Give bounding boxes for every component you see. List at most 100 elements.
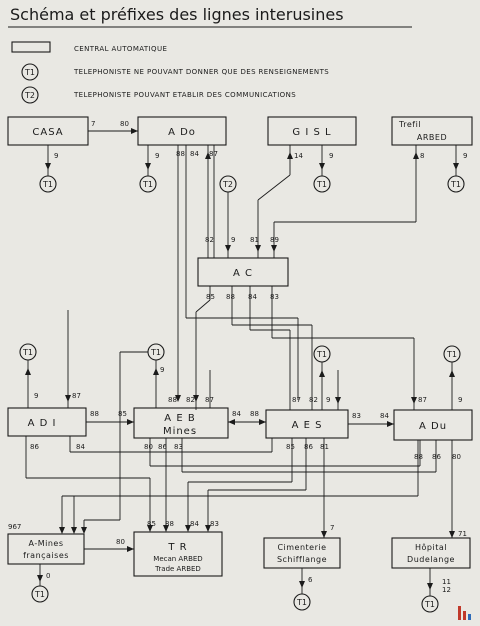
- svg-text:9: 9: [326, 396, 330, 404]
- svg-text:T1: T1: [150, 348, 161, 357]
- legend-central-box-symbol: [11, 41, 51, 53]
- box-hopital-dudelange: Hôpital Dudelange: [391, 537, 471, 569]
- svg-text:88: 88: [168, 396, 177, 404]
- svg-text:87: 87: [418, 396, 427, 404]
- svg-text:T2: T2: [24, 91, 35, 100]
- legend-t1-symbol: T1: [21, 63, 39, 81]
- svg-text:T1: T1: [42, 180, 53, 189]
- operator-t1-cimenterie: T1: [293, 593, 311, 611]
- svg-text:9: 9: [329, 152, 333, 160]
- operator-t2-ac: T2: [219, 175, 237, 193]
- svg-text:84: 84: [248, 293, 257, 301]
- svg-text:T1: T1: [22, 348, 33, 357]
- box-casa: CASA: [7, 116, 89, 146]
- svg-text:85: 85: [118, 410, 127, 418]
- operator-t1-casa: T1: [39, 175, 57, 193]
- box-adu: A Du: [393, 409, 473, 441]
- operator-t1-trefil: T1: [447, 175, 465, 193]
- svg-text:84: 84: [232, 410, 241, 418]
- svg-text:A D I: A D I: [28, 418, 57, 429]
- svg-text:87: 87: [209, 150, 218, 158]
- svg-text:Trade ARBED: Trade ARBED: [154, 565, 201, 573]
- operator-t1-adi: T1: [19, 343, 37, 361]
- svg-text:T1: T1: [34, 590, 45, 599]
- box-tr: T R Mecan ARBED Trade ARBED: [133, 531, 223, 577]
- svg-text:9: 9: [34, 392, 38, 400]
- box-aeb-mines: A E B Mines: [133, 407, 229, 439]
- legend-t2-symbol: T2: [21, 86, 39, 104]
- svg-text:G I S L: G I S L: [292, 127, 331, 138]
- svg-text:9: 9: [458, 396, 462, 404]
- svg-text:87: 87: [292, 396, 301, 404]
- svg-text:71: 71: [458, 530, 467, 538]
- operator-t1-aes: T1: [313, 345, 331, 363]
- box-ac: A C: [197, 257, 289, 287]
- legend-central-automatique: CENTRAL AUTOMATIQUE: [74, 45, 167, 53]
- svg-text:83: 83: [352, 412, 361, 420]
- svg-text:T1: T1: [316, 180, 327, 189]
- svg-text:9: 9: [54, 152, 58, 160]
- svg-text:86: 86: [432, 453, 441, 461]
- svg-text:9: 9: [463, 152, 467, 160]
- svg-text:françaises: françaises: [23, 551, 69, 560]
- operator-t1-ado: T1: [139, 175, 157, 193]
- svg-text:88: 88: [250, 410, 259, 418]
- svg-text:83: 83: [174, 443, 183, 451]
- svg-text:6: 6: [308, 576, 313, 584]
- svg-text:82: 82: [186, 396, 195, 404]
- operator-t1-a-mines: T1: [31, 585, 49, 603]
- svg-text:86: 86: [304, 443, 313, 451]
- svg-text:80: 80: [116, 538, 125, 546]
- corner-logo-icon: [458, 606, 471, 620]
- svg-text:Trefil: Trefil: [398, 120, 421, 129]
- svg-text:82: 82: [309, 396, 318, 404]
- svg-text:7: 7: [91, 120, 95, 128]
- svg-text:86: 86: [158, 443, 167, 451]
- svg-text:Mines: Mines: [163, 426, 197, 437]
- svg-text:A E S: A E S: [292, 420, 323, 431]
- svg-text:84: 84: [190, 150, 199, 158]
- svg-text:83: 83: [270, 293, 279, 301]
- svg-text:80: 80: [120, 120, 129, 128]
- svg-text:84: 84: [76, 443, 85, 451]
- svg-text:85: 85: [147, 520, 156, 528]
- svg-text:ARBED: ARBED: [417, 133, 447, 142]
- box-a-mines-francaises: A-Mines françaises: [7, 533, 85, 565]
- svg-text:7: 7: [330, 524, 334, 532]
- svg-text:87: 87: [205, 396, 214, 404]
- svg-text:84: 84: [380, 412, 389, 420]
- operator-t1-hopital: T1: [421, 595, 439, 613]
- svg-text:81: 81: [320, 443, 329, 451]
- svg-text:9: 9: [160, 366, 164, 374]
- svg-text:967: 967: [8, 523, 21, 531]
- svg-text:A Do: A Do: [168, 127, 196, 138]
- svg-text:Hôpital: Hôpital: [415, 542, 447, 552]
- svg-text:T1: T1: [450, 180, 461, 189]
- svg-text:89: 89: [270, 236, 279, 244]
- svg-text:86: 86: [30, 443, 39, 451]
- box-adi: A D I: [7, 407, 87, 437]
- svg-text:Schifflange: Schifflange: [277, 555, 327, 564]
- svg-text:85: 85: [206, 293, 215, 301]
- svg-text:A-Mines: A-Mines: [29, 539, 64, 548]
- svg-text:Dudelange: Dudelange: [407, 555, 455, 564]
- svg-text:9: 9: [155, 152, 159, 160]
- svg-text:A E B: A E B: [164, 413, 195, 424]
- svg-text:A Du: A Du: [419, 421, 447, 432]
- svg-text:11: 11: [442, 578, 451, 586]
- svg-text:88: 88: [90, 410, 99, 418]
- operator-t1-gisl: T1: [313, 175, 331, 193]
- svg-text:80: 80: [144, 443, 153, 451]
- svg-text:9: 9: [231, 236, 235, 244]
- svg-text:82: 82: [205, 236, 214, 244]
- operator-t1-adu: T1: [443, 345, 461, 363]
- box-ado: A Do: [137, 116, 227, 146]
- svg-text:T1: T1: [142, 180, 153, 189]
- svg-text:88: 88: [414, 453, 423, 461]
- operator-t1-aeb: T1: [147, 343, 165, 361]
- svg-text:CASA: CASA: [32, 127, 63, 138]
- svg-text:0: 0: [46, 572, 50, 580]
- svg-text:T R: T R: [167, 542, 187, 553]
- svg-text:T1: T1: [296, 598, 307, 607]
